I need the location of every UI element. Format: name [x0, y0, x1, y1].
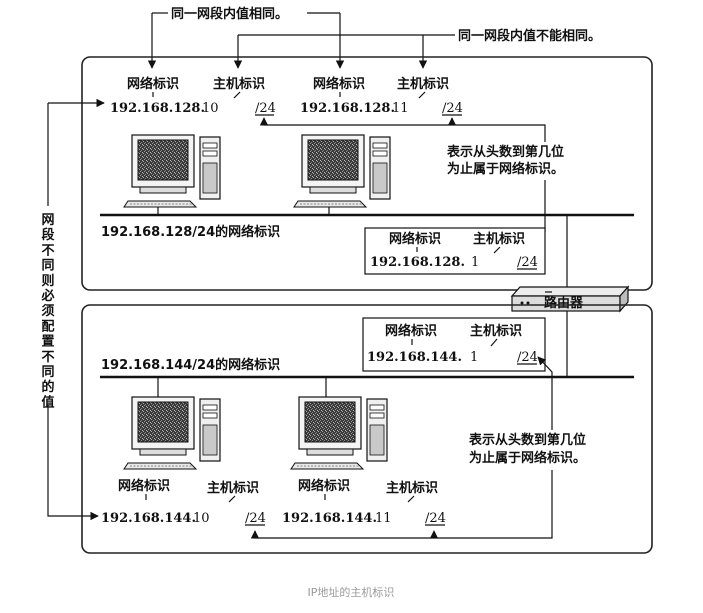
- desktop-computer-icon: [123, 396, 221, 470]
- host-id-label: 主机标识: [397, 76, 449, 92]
- router-if-network-part: 192.168.144.: [367, 350, 462, 365]
- host-id-label: 主机标识: [213, 76, 265, 92]
- arrow-to-prefix-3: [250, 530, 434, 539]
- host-host-part: 10: [202, 101, 219, 116]
- router-if-prefix: /24: [517, 350, 538, 365]
- network-id-label: 网络标识: [385, 323, 437, 339]
- host-prefix: /24: [425, 511, 446, 526]
- prefix-link-line: [452, 124, 546, 142]
- tick: [490, 338, 498, 347]
- prefix-link-line: [434, 470, 553, 539]
- arrow-to-segment-b-address: [47, 405, 99, 521]
- network-id-label: 网络标识: [118, 478, 170, 494]
- host-id-label: 主机标识: [386, 480, 438, 496]
- arrow-to-router-prefix-b: [537, 356, 553, 430]
- prefix-note-line1: 表示从头数到第几位: [468, 432, 586, 448]
- host-id-label: 主机标识: [207, 480, 259, 496]
- router-if-host-part: 1: [470, 350, 478, 365]
- desktop-computer-icon: [290, 396, 388, 470]
- segment-a-network-label: 192.168.128/24的网络标识: [101, 224, 280, 240]
- host-network-part: 192.168.144.: [101, 511, 196, 526]
- segment-b-box: [81, 304, 653, 554]
- desktop-computer-icon: [123, 134, 221, 208]
- note-not-same-value: 同一网段内值不能相同。: [458, 28, 601, 44]
- network-id-label: 网络标识: [298, 478, 350, 494]
- figure-caption: IP地址的主机标识: [308, 585, 395, 599]
- network-id-label: 网络标识: [127, 76, 179, 92]
- prefix-note-line2: 为止属于网络标识。: [469, 450, 586, 466]
- router-if-box-b: [362, 317, 546, 372]
- network-id-label: 网络标识: [313, 76, 365, 92]
- host-host-part: 10: [193, 511, 210, 526]
- tick: [228, 495, 236, 503]
- host-host-part: 11: [375, 511, 392, 526]
- tick: [233, 91, 241, 99]
- prefix-note-line2: 为止属于网络标识。: [447, 161, 564, 177]
- host-network-part: 192.168.128.: [300, 101, 395, 116]
- host-id-label: 主机标识: [470, 323, 522, 339]
- host-prefix: /24: [442, 101, 463, 116]
- prefix-note-line1: 表示从头数到第几位: [446, 144, 564, 160]
- segment-b-network-label: 192.168.144/24的网络标识: [101, 357, 280, 373]
- desktop-computer-icon: [293, 134, 391, 208]
- host-prefix: /24: [255, 101, 276, 116]
- tick: [407, 495, 415, 503]
- segment-a-box: [81, 56, 653, 291]
- network-id-label: 网络标识: [389, 231, 441, 247]
- side-note-vertical: 网段不同则必须配置不同的值: [40, 213, 54, 410]
- router-if-host-part: 1: [471, 255, 479, 270]
- tick: [493, 246, 501, 254]
- host-network-part: 192.168.128.: [110, 101, 205, 116]
- router-if-box-a: [364, 227, 546, 275]
- tick: [418, 91, 426, 99]
- note-same-value: 同一网段内值相同。: [171, 6, 288, 22]
- router-if-prefix: /24: [517, 255, 538, 270]
- router-if-network-part: 192.168.128.: [370, 255, 465, 270]
- host-network-part: 192.168.144.: [282, 511, 377, 526]
- router-label: 路由器: [544, 295, 584, 311]
- host-host-part: 11: [392, 101, 409, 116]
- router-icon: [510, 285, 630, 313]
- host-id-label: 主机标识: [473, 231, 525, 247]
- host-prefix: /24: [245, 511, 266, 526]
